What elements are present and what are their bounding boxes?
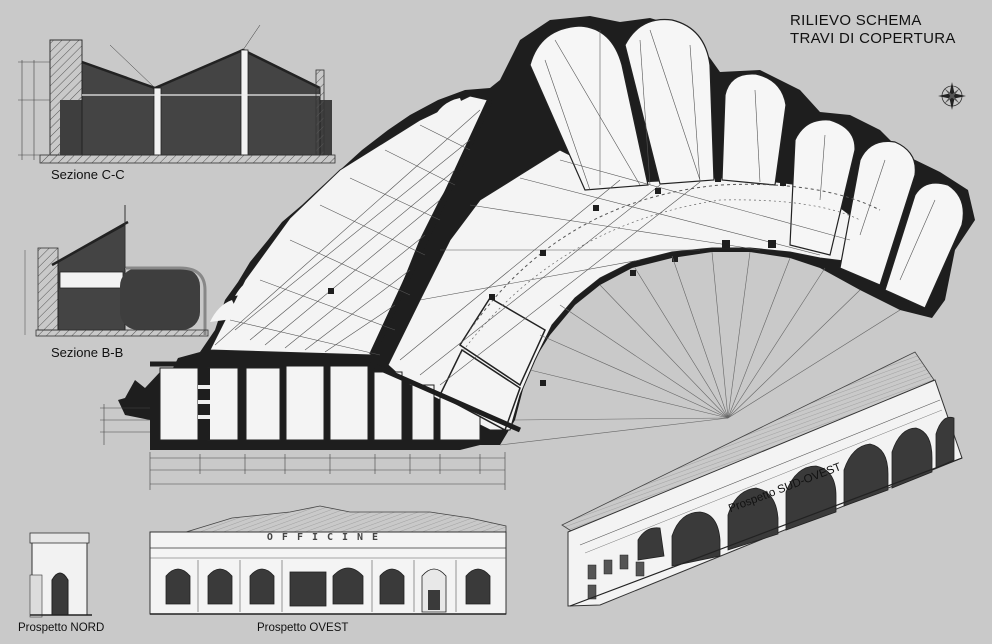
section-b-b-label: Sezione B-B <box>51 345 124 360</box>
drawing-title-line1: RILIEVO SCHEMA <box>790 12 922 29</box>
section-c-c-drawing <box>18 24 336 164</box>
elevation-north-label: Prospetto NORD <box>18 622 105 634</box>
elevation-south-west-drawing <box>561 351 963 607</box>
radial-construction-lines <box>499 251 901 446</box>
elevation-north-drawing <box>29 532 92 618</box>
drawing-title-line2: TRAVI DI COPERTURA <box>790 30 956 47</box>
section-c-c-label: Sezione C-C <box>51 167 125 182</box>
building-sign-text: OFFICINE <box>266 532 388 543</box>
section-b-b-drawing <box>24 205 209 337</box>
elevation-west-label: Prospetto OVEST <box>257 622 349 634</box>
elevation-west-drawing <box>149 505 507 615</box>
compass-rose-icon <box>938 82 966 110</box>
roof-beam-plan <box>100 16 975 490</box>
